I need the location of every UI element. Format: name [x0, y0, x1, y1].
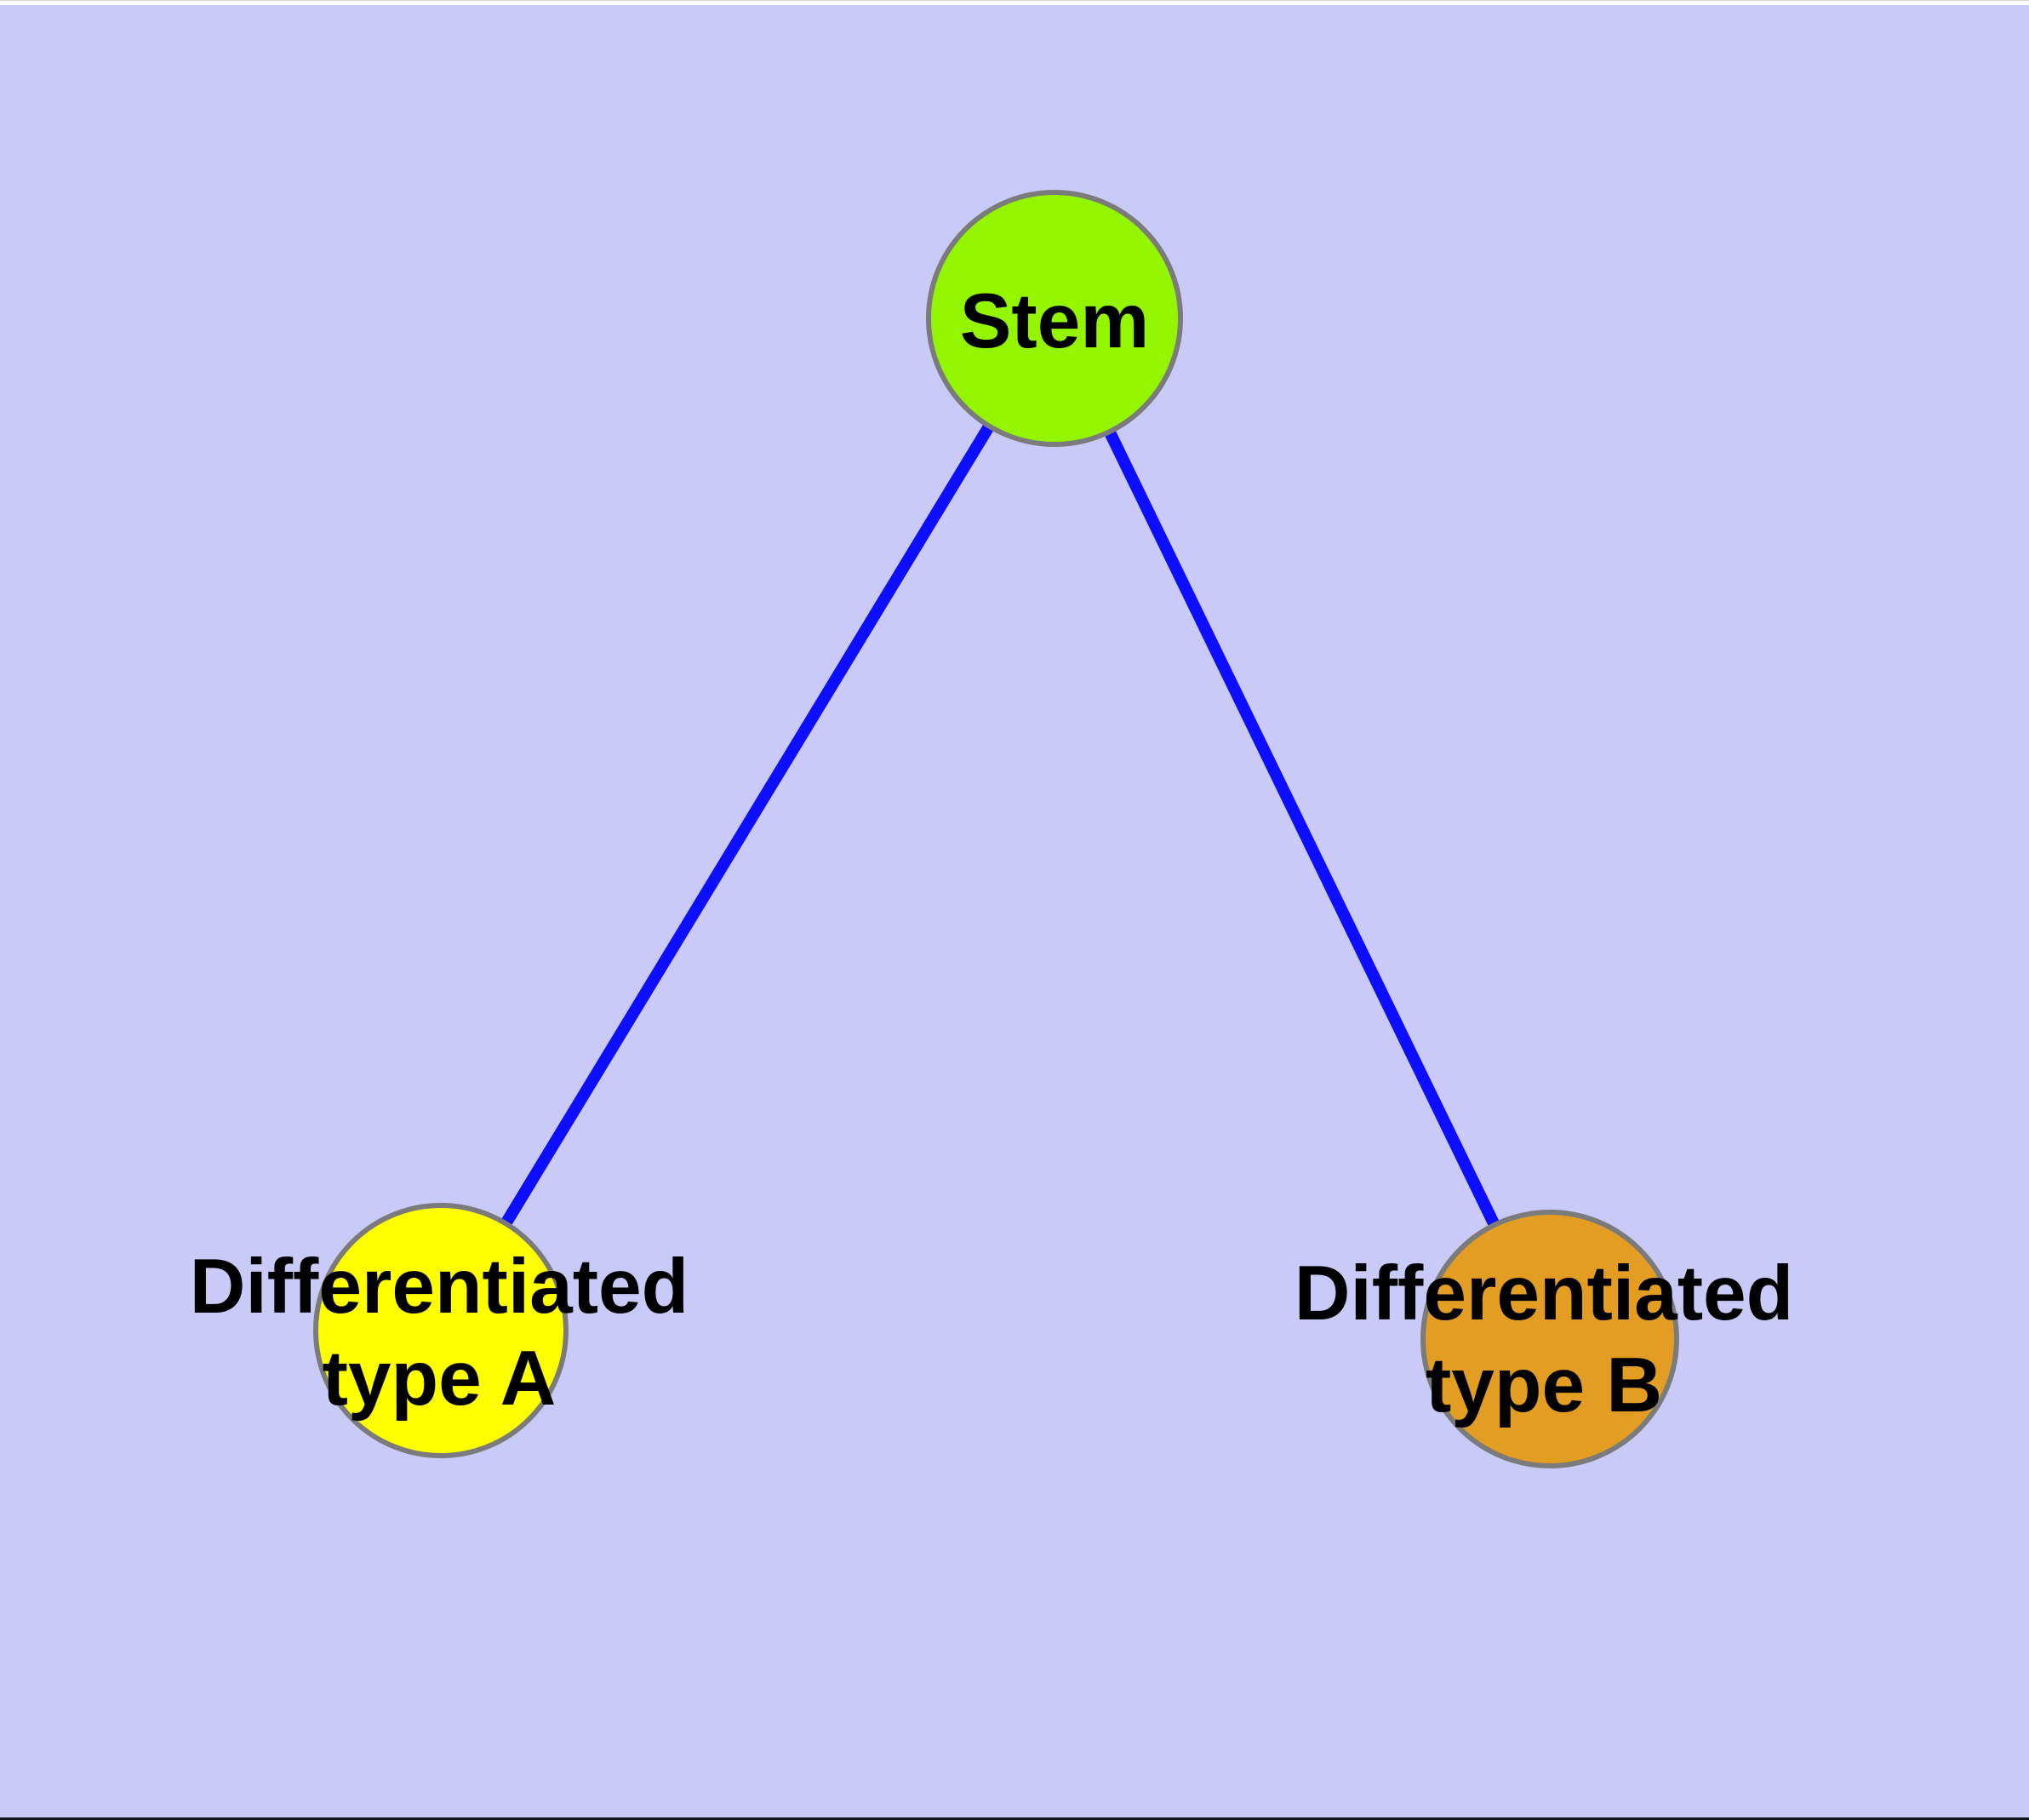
edge-stem-to-type-b	[1049, 315, 1556, 1342]
top-margin-strip	[0, 0, 2029, 5]
node-type-b-label-line1: Differentiated	[1294, 1251, 1794, 1336]
node-type-b-circle	[1420, 1210, 1679, 1468]
bottom-edge-strip	[0, 1817, 2029, 1820]
node-type-a-label: Differentiated type A	[190, 1241, 689, 1425]
node-type-b-label: Differentiated type B	[1295, 1248, 1794, 1432]
node-stem-label-line1: Stem	[959, 278, 1150, 364]
edge-stem-to-type-a	[436, 315, 1060, 1334]
node-type-a-label-line2: type A	[322, 1336, 557, 1422]
node-stem-label: Stem	[960, 276, 1150, 368]
node-type-b-label-line2: type B	[1425, 1342, 1663, 1428]
node-type-a-label-line1: Differentiated	[189, 1244, 689, 1330]
node-stem-circle	[926, 190, 1183, 447]
node-type-a-circle	[313, 1203, 569, 1458]
